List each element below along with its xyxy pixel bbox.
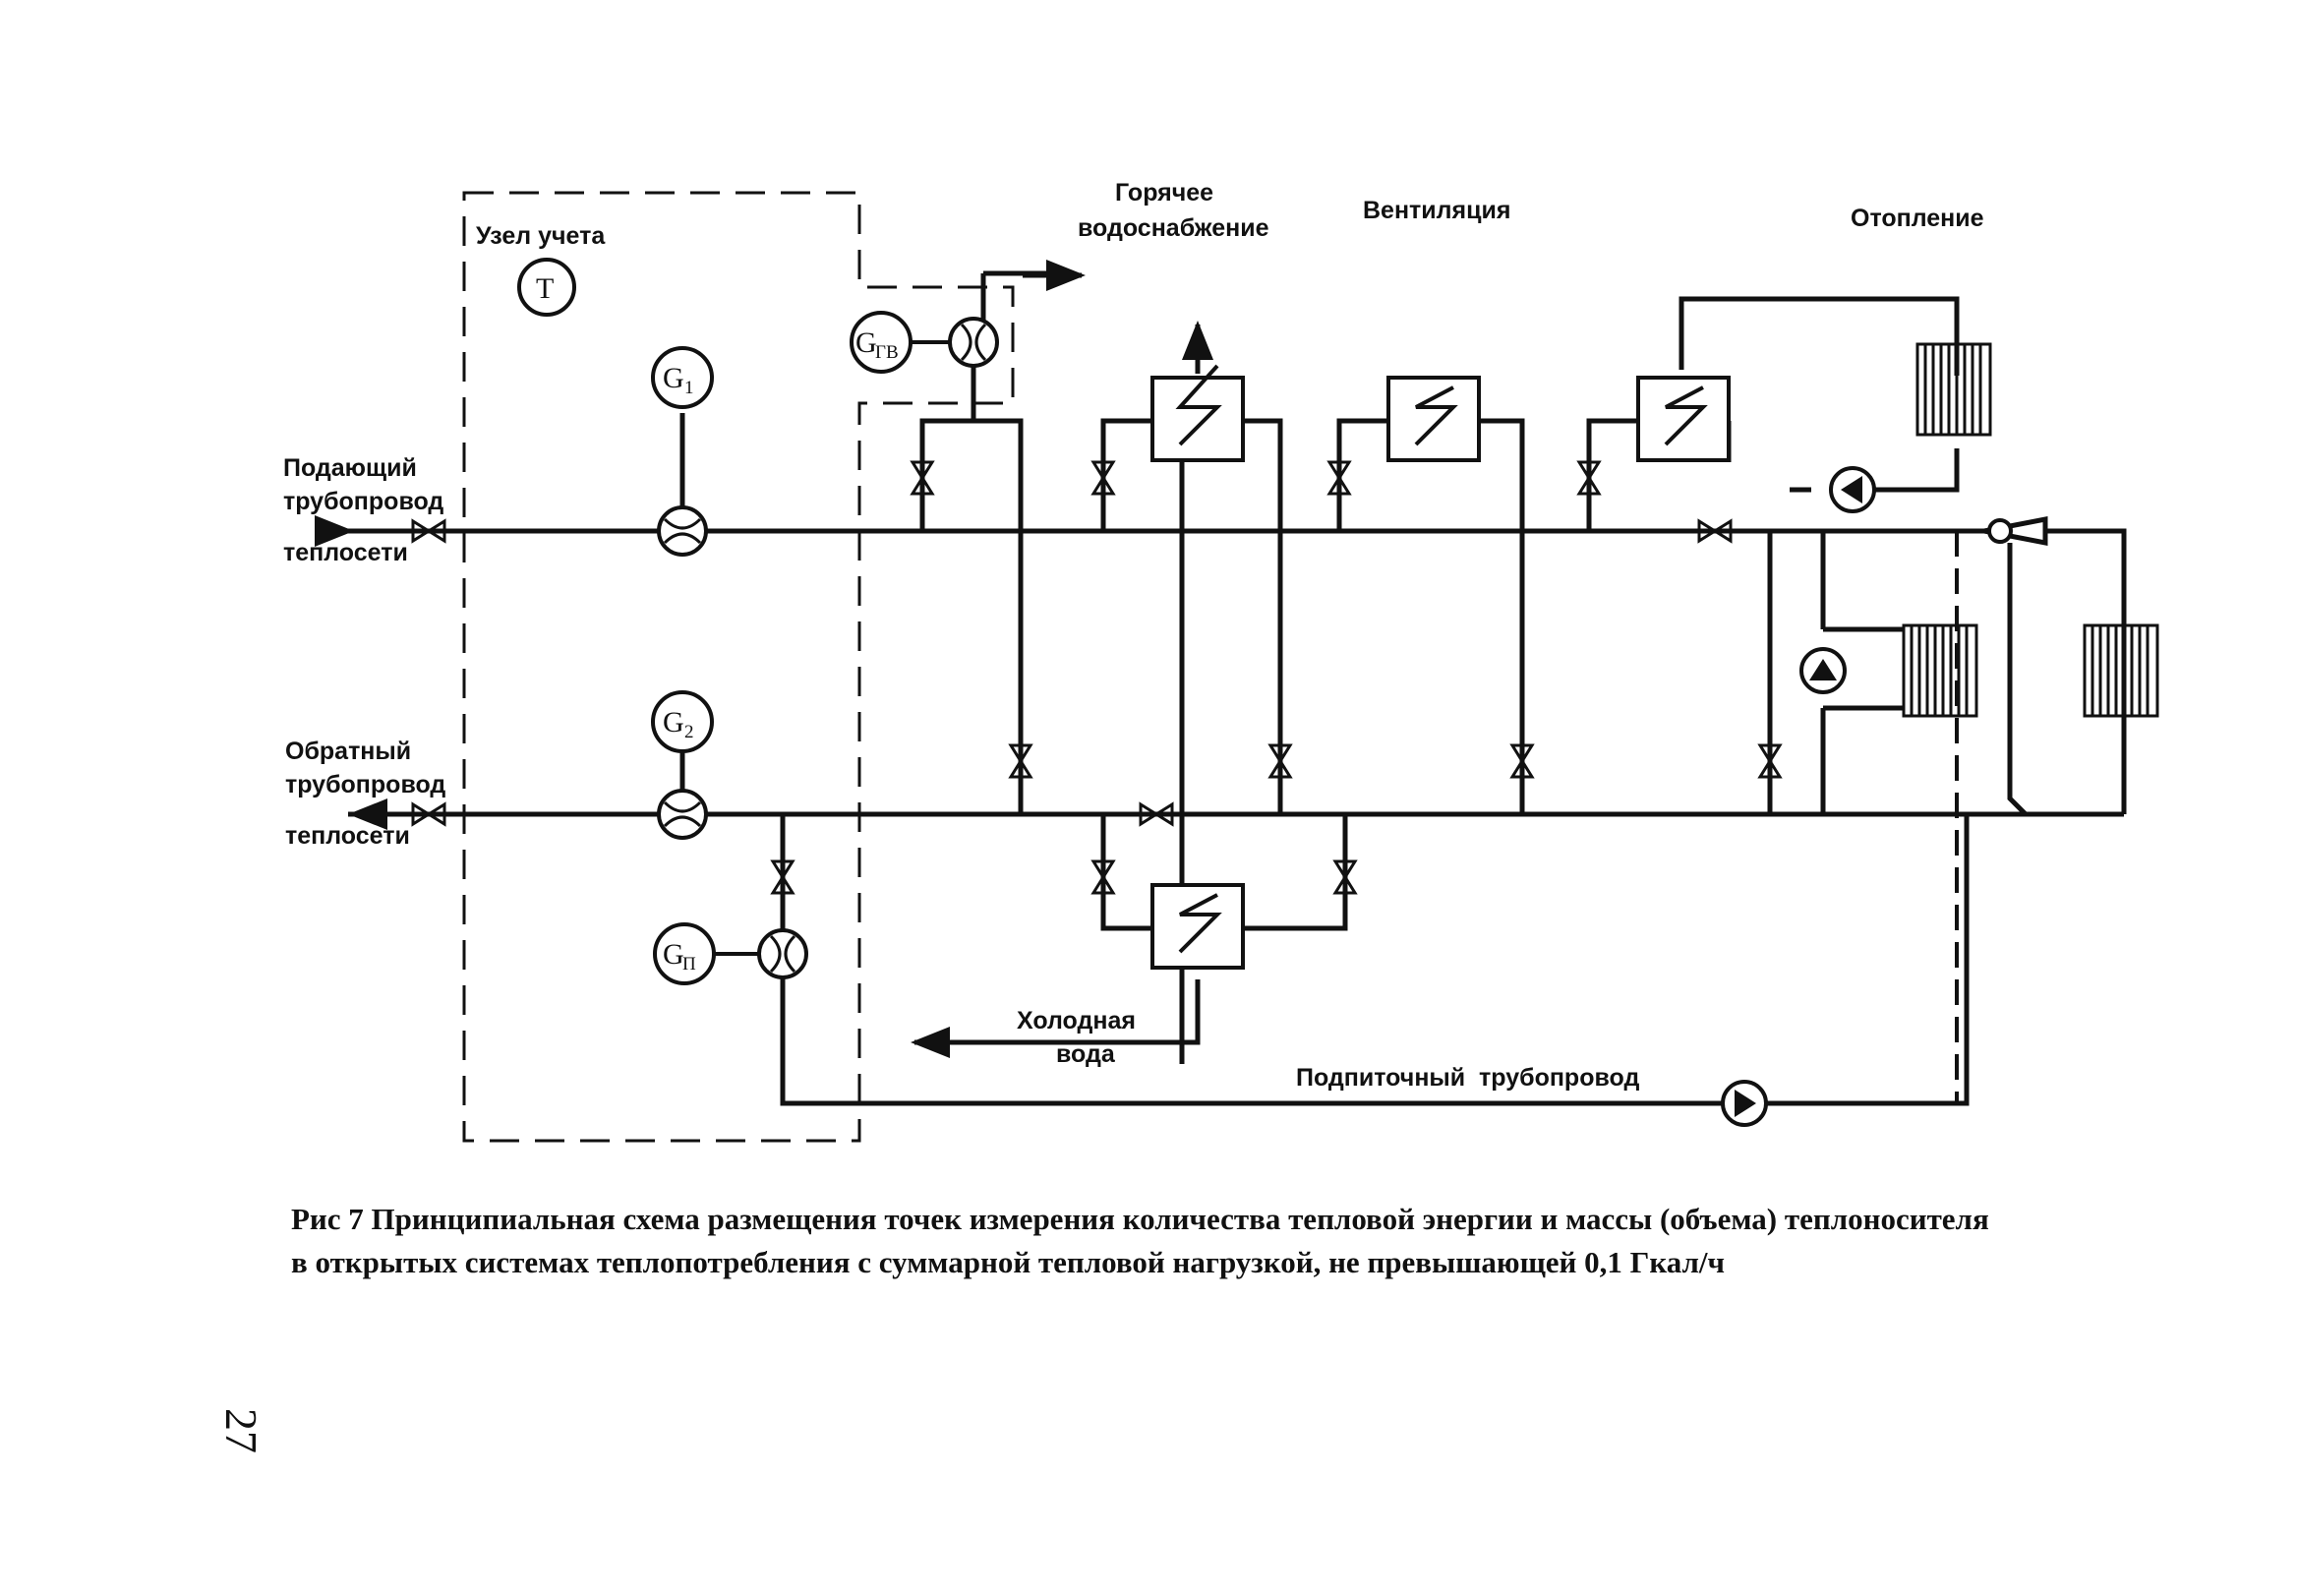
figure-caption: Рис 7 Принципиальная схема размещения то… xyxy=(291,1198,2189,1284)
label-metering-unit: Узел учета xyxy=(476,222,606,250)
flow-meter-makeup xyxy=(757,928,808,979)
meter-ggv-sub: ГВ xyxy=(875,342,899,363)
label-return-3: теплосети xyxy=(285,822,410,850)
label-hot-water-1: Горячее xyxy=(1115,179,1213,207)
label-return-2: трубопровод xyxy=(285,771,445,798)
label-cold-water-2: вода xyxy=(1056,1040,1116,1068)
radiator-middle xyxy=(1902,623,1978,718)
flow-meter-supply xyxy=(657,505,708,557)
label-supply-3: теплосети xyxy=(283,539,408,566)
label-hot-water-2: водоснабжение xyxy=(1078,214,1269,242)
flow-meter-return xyxy=(657,789,708,840)
heating-heat-exchanger xyxy=(1636,376,1731,462)
label-makeup-pipe: Подпиточный трубопровод xyxy=(1296,1064,1639,1092)
meter-g2-sub: 2 xyxy=(684,722,694,742)
meter-ggv-main: G xyxy=(855,326,877,359)
dhw-branch-pipe xyxy=(919,418,1024,814)
meter-g1-sub: 1 xyxy=(684,378,694,398)
meter-g2-main: G xyxy=(663,706,684,739)
metering-unit-boundary xyxy=(462,191,1015,1143)
temperature-sensor xyxy=(517,258,576,317)
mixing-node xyxy=(1987,518,2013,544)
ventilation-heat-exchanger xyxy=(1386,376,1481,462)
caption-line-2: в открытых системах теплопотребления с с… xyxy=(291,1245,1726,1279)
dhw-heat-exchanger xyxy=(1150,376,1245,462)
meter-t-label: T xyxy=(536,272,554,305)
flow-meter-dhw xyxy=(948,317,999,368)
caption-line-1: Рис 7 Принципиальная схема размещения то… xyxy=(291,1202,1989,1236)
meter-g1 xyxy=(651,346,714,409)
makeup-pipe xyxy=(780,814,1970,1106)
meter-g1-main: G xyxy=(663,362,684,394)
meter-g2 xyxy=(651,690,714,753)
label-return-1: Обратный xyxy=(285,738,411,765)
label-supply-2: трубопровод xyxy=(283,488,443,515)
label-heating: Отопление xyxy=(1851,205,1984,232)
label-supply-1: Подающий xyxy=(283,454,417,482)
meter-gp-sub: П xyxy=(682,954,696,975)
label-ventilation: Вентиляция xyxy=(1363,197,1510,224)
cold-water-heat-exchanger xyxy=(1150,883,1245,970)
radiator-right xyxy=(2083,623,2159,718)
label-cold-water-1: Холодная xyxy=(1017,1007,1136,1034)
radiator-top xyxy=(1915,342,1992,437)
page-number: 27 xyxy=(216,1408,266,1453)
meter-gp-main: G xyxy=(663,938,684,971)
